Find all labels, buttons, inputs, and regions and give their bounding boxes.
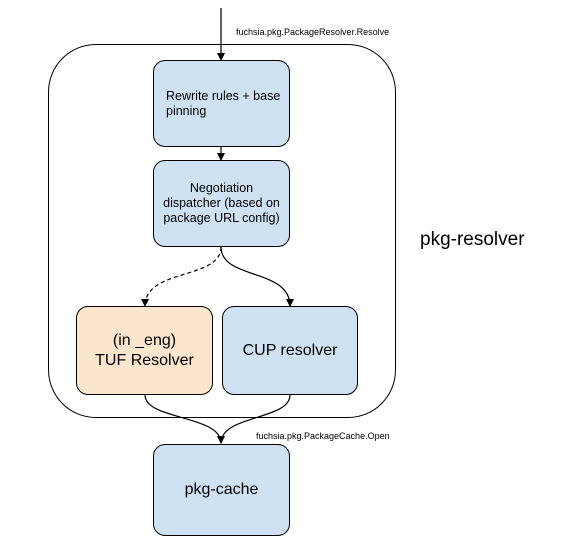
edge-negotiation-to-tuf [141, 246, 222, 307]
node-rewrite: Rewrite rules + base pinning [153, 60, 290, 147]
edge-label-cache-open: fuchsia.pkg.PackageCache.Open [256, 431, 390, 441]
group-label: pkg-resolver [420, 229, 525, 250]
node-cache-label: pkg-cache [184, 481, 259, 498]
node-tuf-label-line1: (in _eng) [112, 331, 177, 349]
node-cache: pkg-cache [153, 444, 290, 536]
edge-negotiation-to-cup [220, 246, 294, 307]
node-tuf: (in _eng) TUF Resolver [76, 306, 213, 395]
node-negotiation: Negotiation dispatcher (based on package… [153, 160, 290, 247]
node-cup-label: CUP resolver [242, 341, 338, 359]
node-tuf-label-line2: TUF Resolver [95, 351, 194, 369]
edge-label-resolve: fuchsia.pkg.PackageResolver.Resolve [236, 27, 390, 37]
node-rewrite-label: Rewrite rules + base pinning [166, 88, 281, 118]
node-negotiation-label: Negotiation dispatcher (based on package… [163, 181, 280, 225]
node-cup: CUP resolver [222, 306, 358, 395]
pkg-resolver-group [48, 44, 396, 418]
